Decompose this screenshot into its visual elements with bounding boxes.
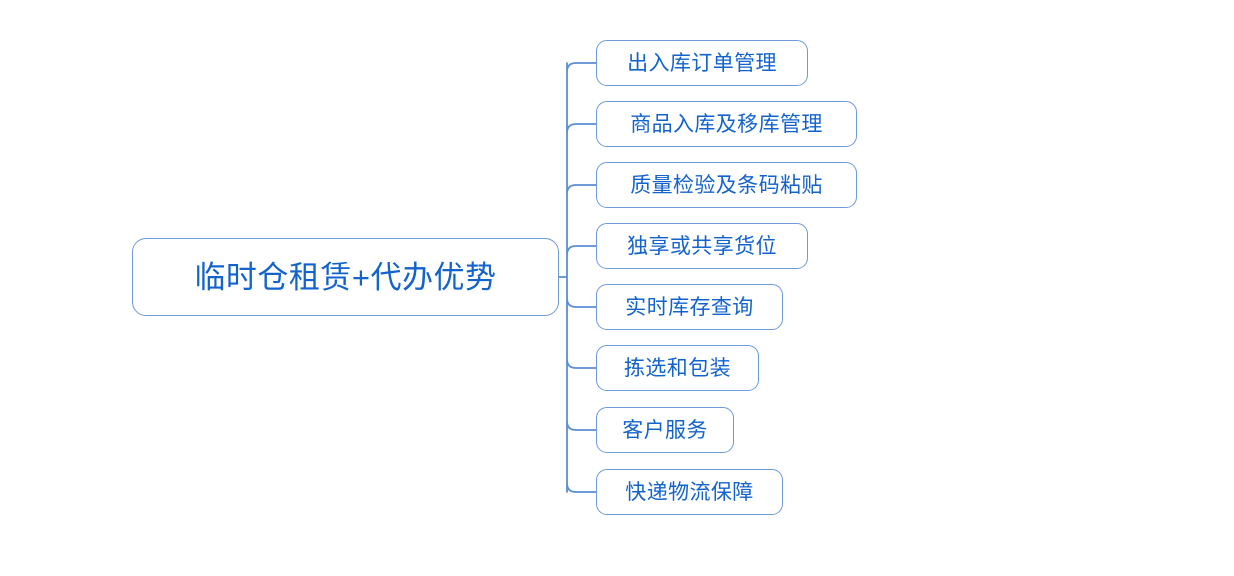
branch-node-label: 出入库订单管理 — [627, 51, 777, 75]
branch-node-label: 商品入库及移库管理 — [630, 112, 823, 136]
branch-node[interactable]: 出入库订单管理 — [596, 40, 808, 86]
branch-node[interactable]: 客户服务 — [596, 407, 734, 453]
branch-node[interactable]: 独享或共享货位 — [596, 223, 808, 269]
branch-node-label: 实时库存查询 — [625, 295, 754, 319]
root-node-label: 临时仓租赁+代办优势 — [194, 259, 497, 295]
branch-node-label: 独享或共享货位 — [627, 234, 777, 258]
branch-node-label: 拣选和包装 — [624, 356, 731, 380]
root-node[interactable]: 临时仓租赁+代办优势 — [132, 238, 559, 316]
connector-path — [558, 62, 597, 493]
branch-node-label: 客户服务 — [622, 418, 708, 442]
branch-node[interactable]: 拣选和包装 — [596, 345, 759, 391]
branch-node[interactable]: 快递物流保障 — [596, 469, 783, 515]
branch-node[interactable]: 实时库存查询 — [596, 284, 783, 330]
branch-node-label: 快递物流保障 — [625, 480, 754, 504]
branch-node[interactable]: 商品入库及移库管理 — [596, 101, 857, 147]
branch-node-label: 质量检验及条码粘贴 — [630, 173, 823, 197]
branch-node[interactable]: 质量检验及条码粘贴 — [596, 162, 857, 208]
